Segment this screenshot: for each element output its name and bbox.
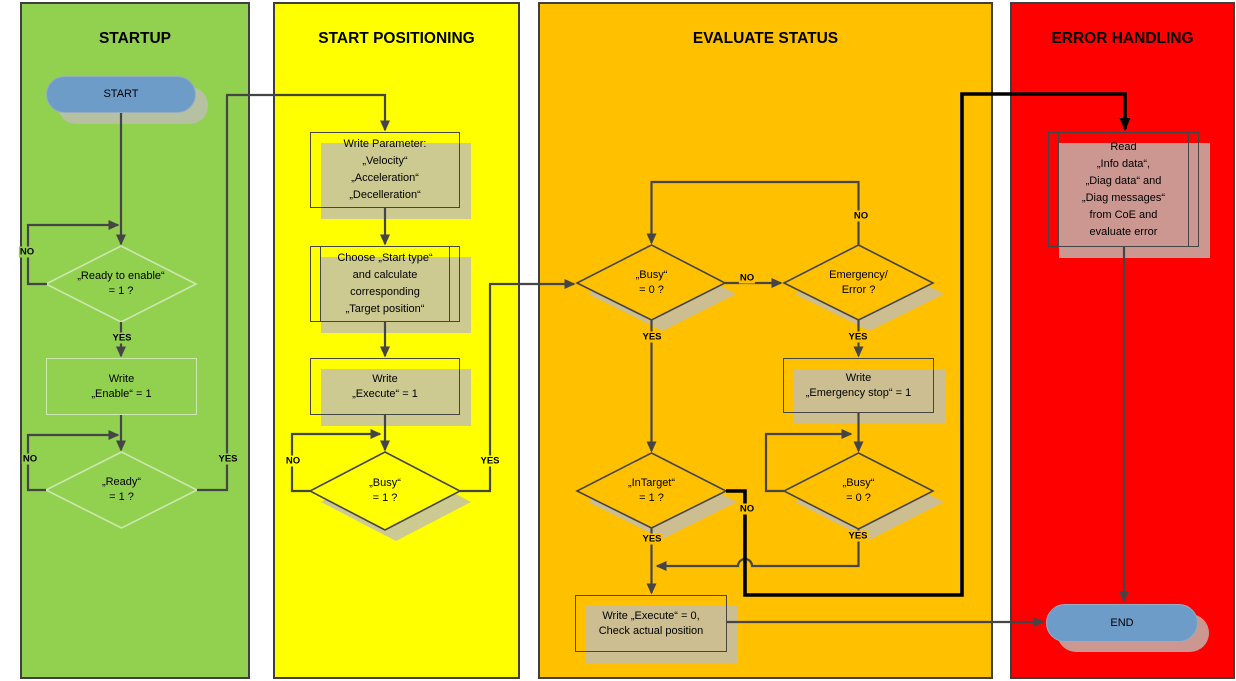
ready-to-enable-label: „Ready to enable“ = 1 ? <box>77 270 165 297</box>
edge-label-busy-0-second-yes: YES <box>847 530 869 542</box>
end-terminator: END <box>1046 604 1198 642</box>
busy-0-first-label: „Busy“ = 0 ? <box>635 269 668 296</box>
write-enable-box: Write „Enable“ = 1 <box>46 358 197 415</box>
edge-label-busy-0-no: NO <box>738 272 756 284</box>
edge-label-emergency-no: NO <box>852 210 870 222</box>
panel-start-positioning: START POSITIONING <box>273 2 520 679</box>
write-execute-0-shadow <box>586 606 738 663</box>
panel-error-handling: ERROR HANDLING <box>1010 2 1235 679</box>
panel-evaluate-status-title: EVALUATE STATUS <box>692 30 839 47</box>
edge-label-in-target-no: NO <box>738 503 756 515</box>
panel-evaluate-status: EVALUATE STATUS <box>538 2 993 679</box>
panel-start-positioning-title: START POSITIONING <box>318 30 475 47</box>
write-emergency-stop-box: Write „Emergency stop“ = 1 <box>783 358 934 413</box>
panel-startup-title: STARTUP <box>98 30 172 47</box>
read-diag-box: Read „Info data“, „Diag data“ and „Diag … <box>1048 132 1199 247</box>
in-target-label: „InTarget“ = 1 ? <box>627 477 676 504</box>
start-terminator: START <box>46 76 196 113</box>
write-parameter-box: Write Parameter: „Velocity“ „Acceleratio… <box>310 132 460 208</box>
edge-label-busy-1-yes: YES <box>479 455 501 467</box>
write-execute-0-box: Write „Execute“ = 0, Check actual positi… <box>575 595 727 652</box>
edge-label-emergency-yes: YES <box>847 331 869 343</box>
write-execute-1-box: Write „Execute“ = 1 <box>310 358 460 415</box>
edge-label-busy-0-yes: YES <box>641 331 663 343</box>
edge-label-ready-enable-yes: YES <box>111 332 133 344</box>
choose-start-type-box: Choose „Start type“ and calculate corres… <box>310 246 460 322</box>
edge-label-ready-no: NO <box>21 453 39 465</box>
edge-label-in-target-yes: YES <box>641 533 663 545</box>
busy-0-second-label: „Busy“ = 0 ? <box>842 477 875 504</box>
edge-label-busy-1-no: NO <box>284 455 302 467</box>
edge-label-ready-yes: YES <box>217 453 239 465</box>
ready-label: „Ready“ = 1 ? <box>101 476 142 503</box>
edge-label-ready-enable-no: NO <box>18 246 36 258</box>
emergency-error-label: Emergency/ Error ? <box>829 269 888 296</box>
panel-error-handling-title: ERROR HANDLING <box>1051 30 1194 47</box>
busy-1-label: „Busy“ = 1 ? <box>369 477 401 504</box>
